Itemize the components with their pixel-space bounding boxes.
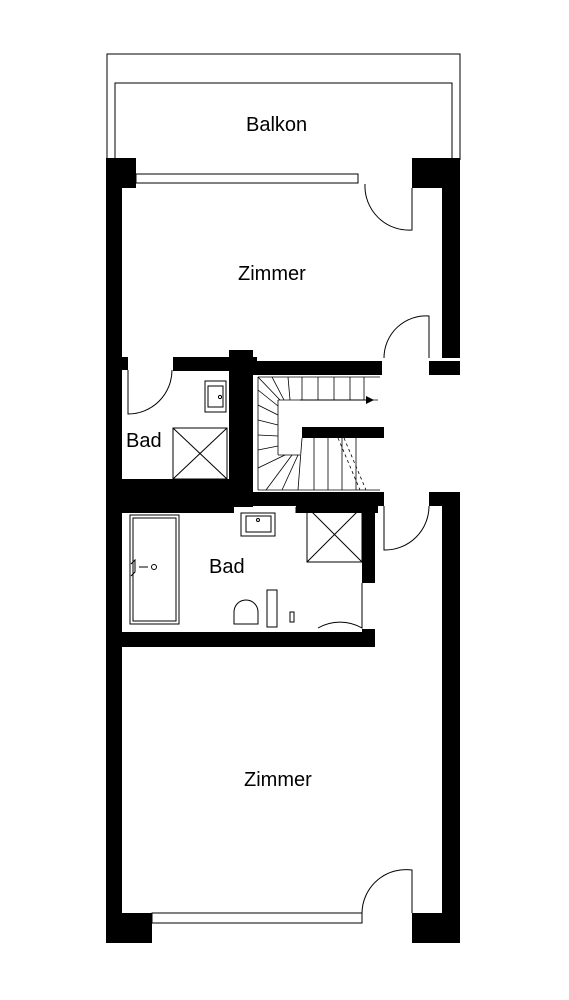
right-wall-upper (442, 158, 460, 358)
small-bath-sink (204, 380, 227, 413)
small-bath-fixtures (172, 380, 228, 480)
toilet (233, 599, 259, 625)
wall-hall-top (244, 361, 382, 375)
wall-upper-bath-right (229, 350, 253, 493)
door-balcony (364, 183, 413, 231)
room-label-zimmer-bottom: Zimmer (244, 769, 312, 791)
room-label-balkon: Balkon (246, 114, 308, 136)
interior-walls (122, 350, 384, 647)
door-bad-main (317, 583, 363, 629)
room-label-zimmer-top: Zimmer (238, 263, 306, 285)
exterior-walls (106, 158, 460, 943)
wall-lower-bath-bottom (122, 632, 375, 647)
wall-stub-right-bottom (429, 492, 460, 506)
balcony-railing-inner (114, 82, 453, 160)
door-bad-small (127, 369, 173, 415)
wall-lower-bath-top (122, 503, 234, 513)
staircase (257, 376, 380, 491)
door-stair (383, 505, 430, 551)
wall-lower-bath-right (362, 503, 375, 583)
room-label-bad-small: Bad (126, 430, 162, 452)
main-bath-shower (306, 506, 363, 563)
main-bath-sink (240, 512, 276, 537)
small-bath-shower (172, 427, 228, 480)
wall-upper-bath-bottom (122, 479, 253, 507)
left-wall (106, 158, 122, 943)
window-bottom (151, 912, 363, 924)
stair-arrow-head (366, 396, 374, 404)
corner-pillar-bottom-left (106, 913, 152, 943)
wall-lower-bath-top-b (296, 503, 378, 513)
wall-upper-bath-top-a (122, 357, 128, 370)
doors (127, 183, 430, 914)
wall-stair-bottom (244, 492, 384, 506)
wall-stair-mid (302, 427, 384, 438)
main-bath-fixtures (129, 506, 363, 628)
door-zimmer-top (383, 315, 430, 359)
door-zimmer-bottom (361, 869, 413, 914)
corner-pillar-bottom-right (412, 913, 460, 943)
window-top (135, 173, 359, 184)
wall-stub-right-top (429, 361, 460, 375)
balcony (106, 53, 461, 160)
bathtub (129, 514, 180, 625)
room-label-bad-main: Bad (209, 556, 245, 578)
balcony-railing-outer (106, 53, 461, 160)
windows (135, 173, 363, 924)
right-wall-lower (442, 503, 460, 943)
main-bath-cabinet (266, 589, 278, 628)
